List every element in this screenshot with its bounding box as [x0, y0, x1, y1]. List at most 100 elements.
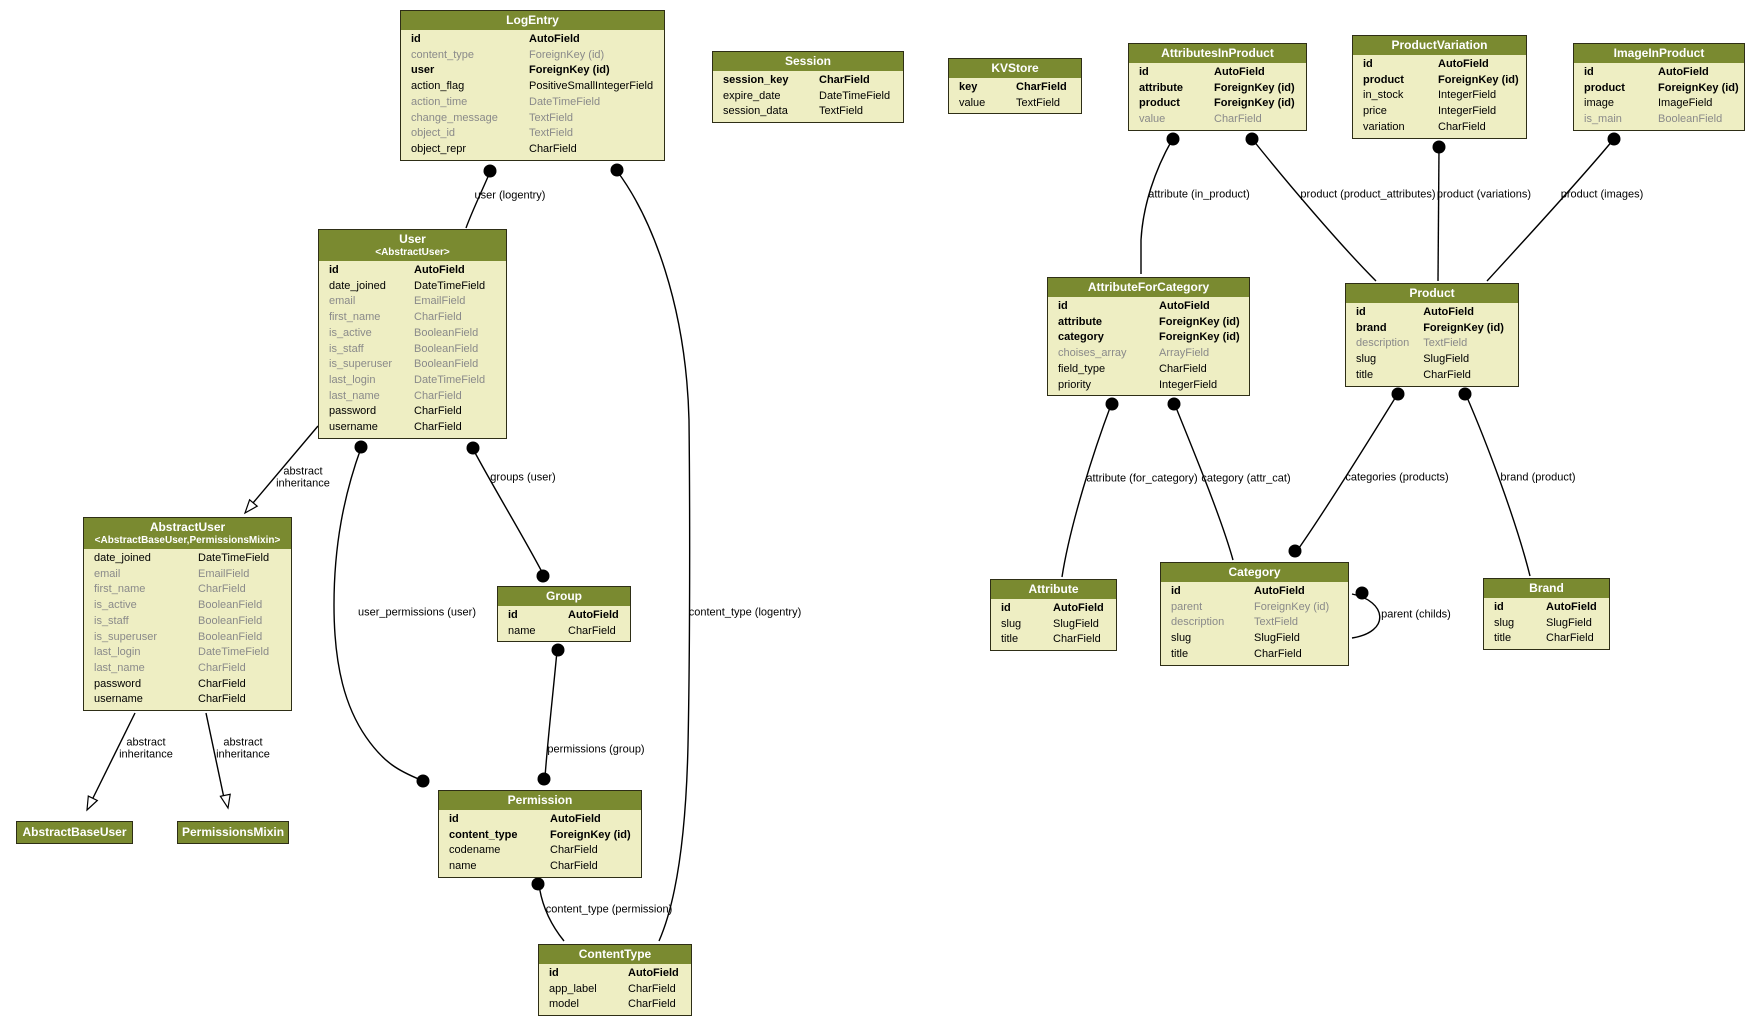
field-name: id [329, 264, 339, 276]
table-title: Category [1228, 565, 1281, 579]
field-type: AutoField [1254, 585, 1305, 597]
field-type: ForeignKey (id) [1214, 81, 1295, 94]
field-type: CharField [1438, 120, 1486, 133]
field-type: BooleanField [414, 342, 479, 355]
field-type: DateTimeField [819, 89, 891, 102]
field-name: date_joined [94, 552, 151, 564]
field-type: BooleanField [414, 358, 479, 371]
edge-label: abstract inheritance [119, 736, 173, 760]
field-type: TextField [819, 105, 864, 118]
field-type: IntegerField [1438, 105, 1497, 118]
table-header: Permission [439, 791, 641, 810]
field-type: SlugField [1254, 632, 1300, 645]
field-name: variation [1363, 120, 1405, 133]
field-type: AutoField [1546, 601, 1597, 613]
field-name: name [449, 860, 477, 873]
field-name: field_type [1058, 362, 1106, 375]
edge-line [1465, 394, 1531, 577]
field-type: ForeignKey (id) [1159, 315, 1240, 328]
field-name: id [449, 813, 459, 825]
field-type: SlugField [1053, 617, 1099, 630]
table-header: Session [713, 52, 903, 71]
table-title: Brand [1529, 581, 1564, 595]
table-header: Category [1161, 563, 1348, 582]
table-title: ProductVariation [1391, 38, 1488, 52]
field-type: CharField [414, 421, 462, 434]
table-title: Permission [507, 793, 573, 807]
table-header: AbstractBaseUser [17, 822, 132, 843]
field-name: is_superuser [94, 630, 157, 643]
field-name: last_name [94, 661, 145, 674]
field-name: password [329, 405, 377, 418]
field-name: is_staff [94, 614, 129, 627]
field-type: CharField [529, 142, 577, 155]
field-name: id [1139, 66, 1149, 78]
field-type: DateTimeField [529, 95, 601, 108]
field-name: product [1584, 81, 1625, 94]
table-header: Group [498, 587, 630, 606]
field-type: TextField [529, 127, 574, 140]
field-type: DateTimeField [414, 279, 486, 292]
edge-dot [466, 441, 480, 455]
table-permissionsmixin: PermissionsMixin [177, 821, 289, 844]
field-name: first_name [329, 311, 381, 324]
table-subtitle: <AbstractBaseUser,PermissionsMixin> [94, 535, 281, 546]
field-type: IntegerField [1159, 378, 1218, 391]
field-name: session_data [723, 105, 788, 118]
field-type: BooleanField [1658, 113, 1723, 126]
edge-dot [536, 569, 550, 583]
edge-line [1351, 593, 1381, 639]
table-title: PermissionsMixin [182, 825, 285, 839]
field-type: CharField [198, 661, 246, 674]
edge-line [1486, 139, 1614, 282]
field-name: app_label [549, 982, 597, 995]
field-type: AutoField [529, 33, 580, 45]
field-type: CharField [1214, 113, 1262, 126]
table-header: KVStore [949, 59, 1081, 78]
edge-line [205, 712, 225, 799]
field-type: DateTimeField [414, 373, 486, 386]
field-type: SlugField [1423, 353, 1470, 366]
field-name: product [1363, 73, 1404, 86]
field-name: id [1363, 58, 1373, 70]
field-name: in_stock [1363, 89, 1404, 102]
field-type: ForeignKey (id) [529, 64, 610, 77]
edge-label: permissions (group) [547, 743, 645, 756]
edge-label: brand (product) [1500, 471, 1576, 484]
field-name: id [1494, 601, 1504, 613]
field-type: CharField [198, 583, 246, 596]
